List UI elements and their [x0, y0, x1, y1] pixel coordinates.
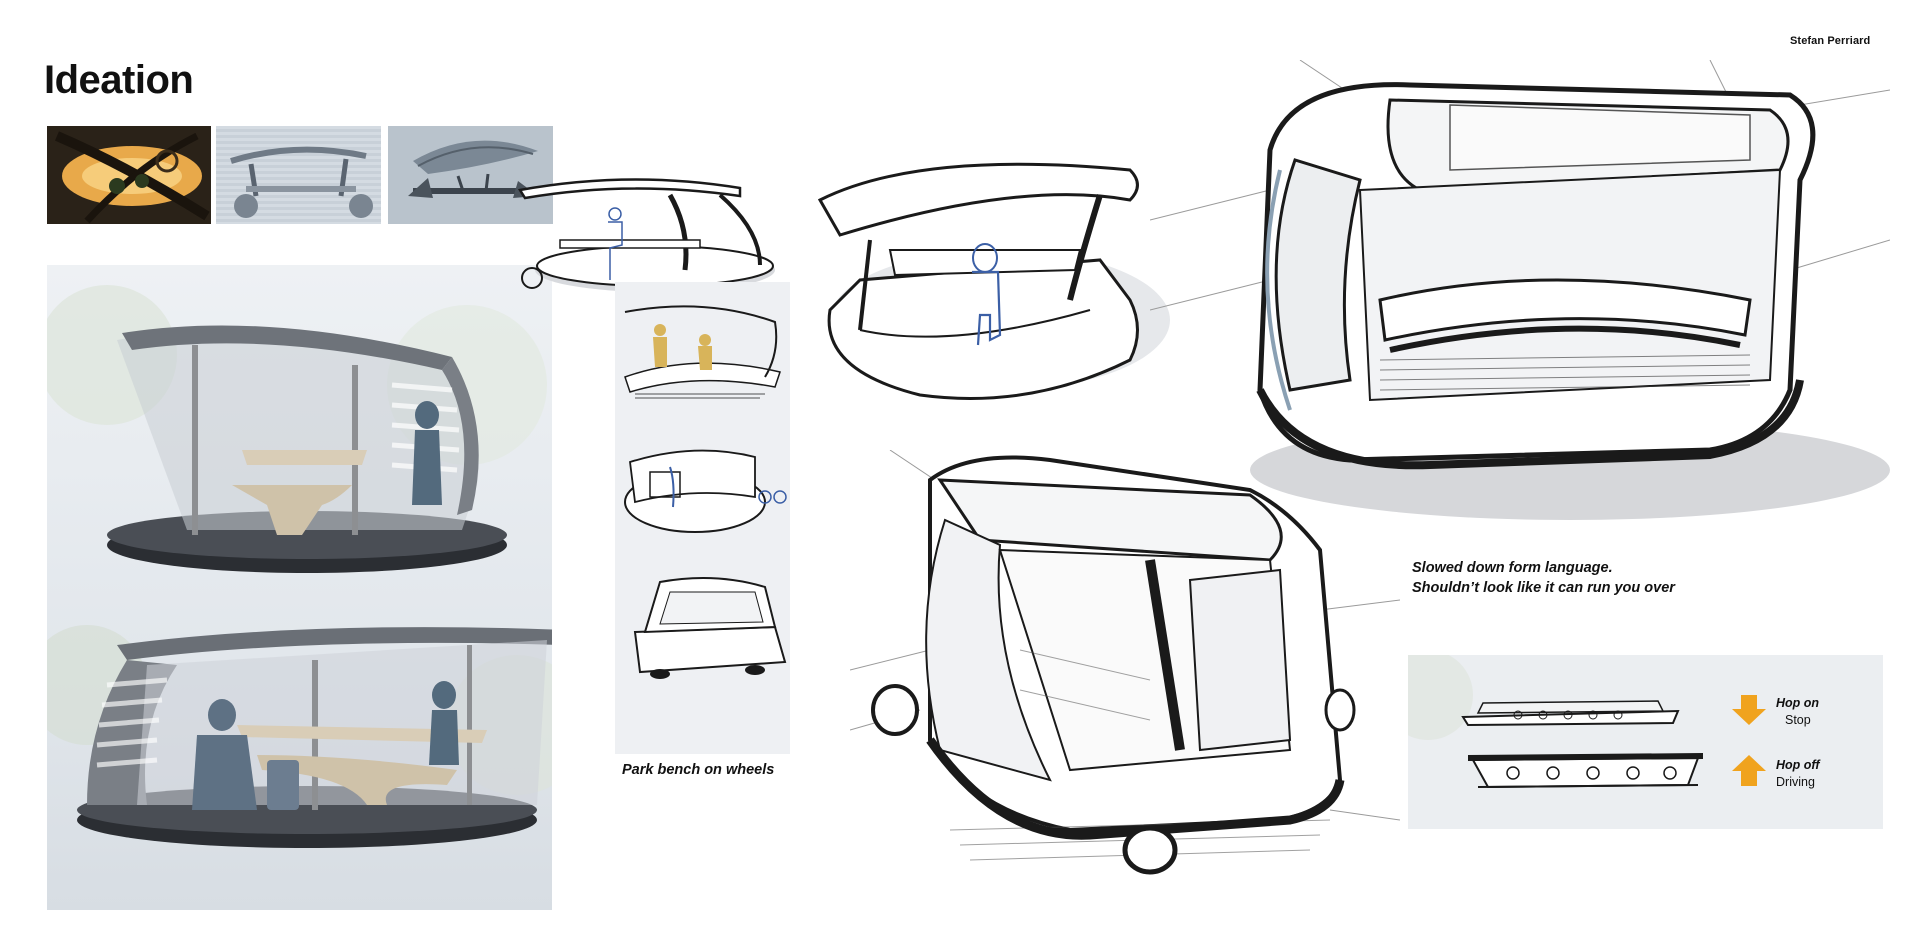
- driving-label: Driving: [1776, 775, 1815, 789]
- caption-park-bench: Park bench on wheels: [622, 762, 775, 778]
- arrow-up-icon: [1732, 755, 1766, 786]
- moodboard-thumb-3: [388, 126, 553, 224]
- shelter-render-upper: [107, 325, 507, 573]
- page-title: Ideation: [44, 58, 194, 102]
- caption-form-language-1: Slowed down form language.: [1412, 560, 1613, 576]
- moodboard-thumb-1: [47, 126, 211, 224]
- author-name: Stefan Perriard: [1790, 35, 1871, 47]
- hop-on-off-panel: Hop on Stop Hop off Driving: [1408, 655, 1883, 829]
- sketch-shuttle-front: [850, 450, 1400, 900]
- mini-sketch-3: [633, 577, 787, 679]
- vehicle-profile-stop: [1461, 700, 1680, 727]
- hop-on-label: Hop on: [1776, 696, 1820, 710]
- mini-sketch-1: [624, 305, 781, 399]
- concept-rendering-panel: [47, 265, 552, 910]
- vehicle-profile-driving: [1468, 753, 1703, 789]
- stop-label: Stop: [1785, 713, 1811, 727]
- hop-off-label: Hop off: [1776, 758, 1820, 772]
- shelter-render-lower: [77, 627, 552, 848]
- moodboard-thumb-2: [216, 126, 381, 224]
- sketch-thumbnails-panel: [615, 282, 790, 754]
- arrow-down-icon: [1732, 695, 1766, 725]
- mini-sketch-2: [624, 449, 787, 533]
- sketch-shuttle-large: [1150, 60, 1890, 530]
- sketch-pod-seated: [800, 140, 1170, 410]
- caption-form-language-2: Shouldn’t look like it can run you over: [1412, 580, 1675, 596]
